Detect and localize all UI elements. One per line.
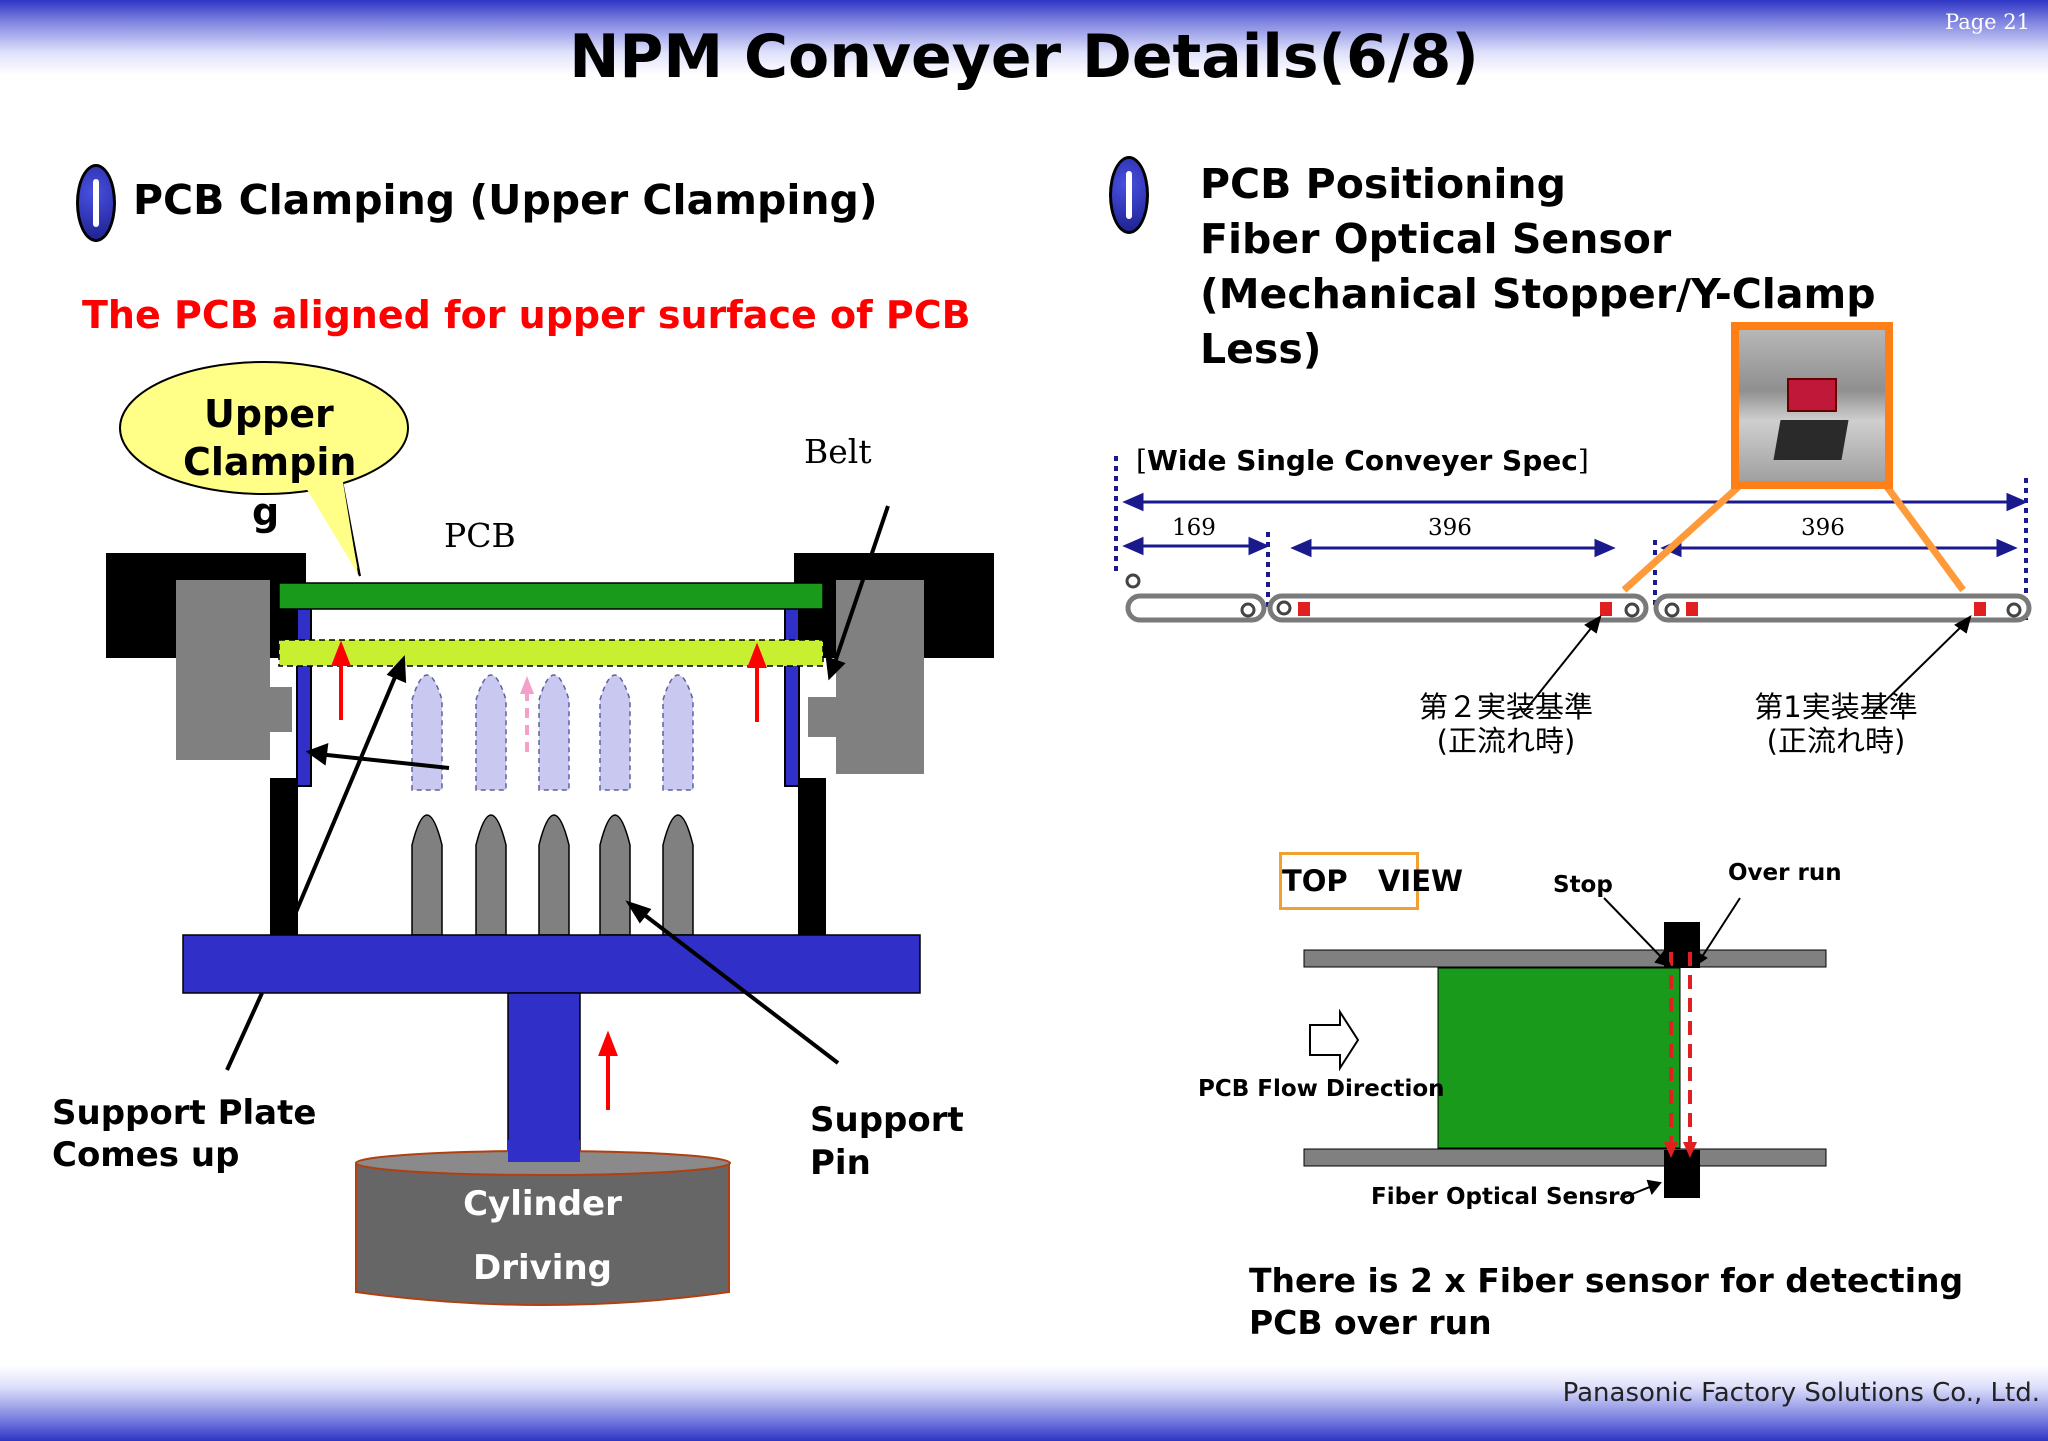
guide-gray-left — [176, 580, 270, 760]
company-footer: Panasonic Factory Solutions Co., Ltd. — [1562, 1378, 2040, 1408]
stop-pointers — [1603, 897, 1741, 1200]
support-pin-label-1: Support — [810, 1100, 964, 1140]
dimension-169: 169 — [1172, 515, 1216, 541]
right-heading-line-2: Fiber Optical Sensor — [1200, 215, 1672, 263]
flow-direction-label: PCB Flow Direction — [1198, 1076, 1445, 1102]
slide-title: NPM Conveyer Details(6/8) — [569, 22, 1479, 92]
pointer-lines — [225, 505, 890, 1071]
post-left — [270, 778, 298, 938]
sensor-slot — [1773, 420, 1849, 460]
pcb-board — [278, 582, 824, 610]
callout-tail-fill — [300, 476, 358, 574]
lift-arrows — [331, 640, 767, 1110]
spec-bracket-open: [ — [1136, 444, 1147, 477]
bullet-icon — [1109, 156, 1149, 234]
callout-text-line-3: g — [252, 490, 280, 534]
dimension-396-a: 396 — [1428, 515, 1472, 541]
guide-gray-right — [836, 580, 924, 774]
right-heading-line-4: Less) — [1200, 325, 1322, 373]
support-pin-label-2: Pin — [810, 1143, 871, 1183]
dimension-396-b: 396 — [1801, 515, 1845, 541]
zoom-lines — [1621, 477, 1966, 593]
bottom-gradient-band — [0, 1365, 2048, 1441]
piston-rod-base — [508, 1140, 580, 1162]
page-number: Page 21 — [1945, 10, 2030, 34]
belt-highlight — [278, 639, 824, 667]
guide-notch-right — [808, 697, 836, 737]
ref2-line-2: (正流れ時) — [1436, 724, 1576, 758]
piston-rod — [507, 992, 581, 1164]
sensor-beams — [1669, 952, 1692, 1152]
sensor-markers — [1298, 602, 1986, 616]
conveyor-belts — [1125, 593, 2032, 623]
support-pins-raised — [411, 674, 694, 791]
sensor-red-element — [1787, 378, 1837, 412]
cylinder-label-1: Cylinder — [463, 1184, 622, 1224]
pcb-label: PCB — [444, 516, 516, 555]
sensor-closeup-photo — [1731, 322, 1893, 489]
pcb-top-view — [1437, 967, 1681, 1149]
over-run-label: Over run — [1728, 860, 1842, 886]
cylinder-label-2: Driving — [472, 1248, 612, 1288]
top-gradient-band — [0, 0, 2048, 75]
right-heading-line-1: PCB Positioning — [1200, 160, 1566, 208]
ref-pointers — [1523, 614, 1972, 713]
left-heading: PCB Clamping (Upper Clamping) — [133, 176, 878, 224]
bullet-icon — [76, 164, 116, 242]
callout-bubble — [119, 361, 409, 495]
top-view-label: TOP VIEW — [1279, 852, 1463, 910]
spec-bracket-close: ] — [1577, 444, 1589, 477]
support-plate — [182, 934, 921, 994]
note-line-2: PCB over run — [1249, 1303, 1492, 1342]
left-subheading: The PCB aligned for upper surface of PCB — [82, 293, 971, 337]
belt-label: Belt — [804, 432, 872, 471]
dimension-lines — [1122, 492, 2028, 558]
support-plate-label-1: Support Plate — [52, 1093, 317, 1133]
stopper-block-bottom — [1664, 1150, 1700, 1198]
right-heading-line-3: (Mechanical Stopper/Y-Clamp — [1200, 270, 1876, 318]
pin-lift-arrow — [520, 676, 534, 752]
callout-text-line-2: Clampin — [183, 440, 357, 484]
cylinder-body — [355, 1162, 730, 1306]
ref1-line-2: (正流れ時) — [1766, 724, 1906, 758]
post-right — [798, 778, 826, 938]
rail-bottom — [1303, 1148, 1827, 1167]
support-plate-label-2: Comes up — [52, 1135, 240, 1175]
support-pins — [411, 814, 694, 936]
ref1-line-1: 第1実装基準 — [1754, 690, 1918, 724]
spec-label: [Wide Single Conveyer Spec] — [1136, 444, 1589, 477]
rail-top — [1303, 949, 1827, 968]
callout-text-line-1: Upper — [204, 392, 334, 436]
flow-arrow-icon — [1309, 1008, 1360, 1072]
spec-label-text: Wide Single Conveyer Spec — [1146, 444, 1578, 477]
guide-notch-left — [270, 687, 292, 732]
note-line-1: There is 2 x Fiber sensor for detecting — [1249, 1261, 1964, 1300]
stop-label: Stop — [1553, 872, 1613, 898]
ref2-line-1: 第２実装基準 — [1418, 690, 1593, 724]
fiber-sensor-label: Fiber Optical Sensro — [1371, 1184, 1636, 1210]
sensor-beam-arrows — [1664, 1142, 1697, 1158]
belt-rollers — [1125, 573, 2022, 618]
